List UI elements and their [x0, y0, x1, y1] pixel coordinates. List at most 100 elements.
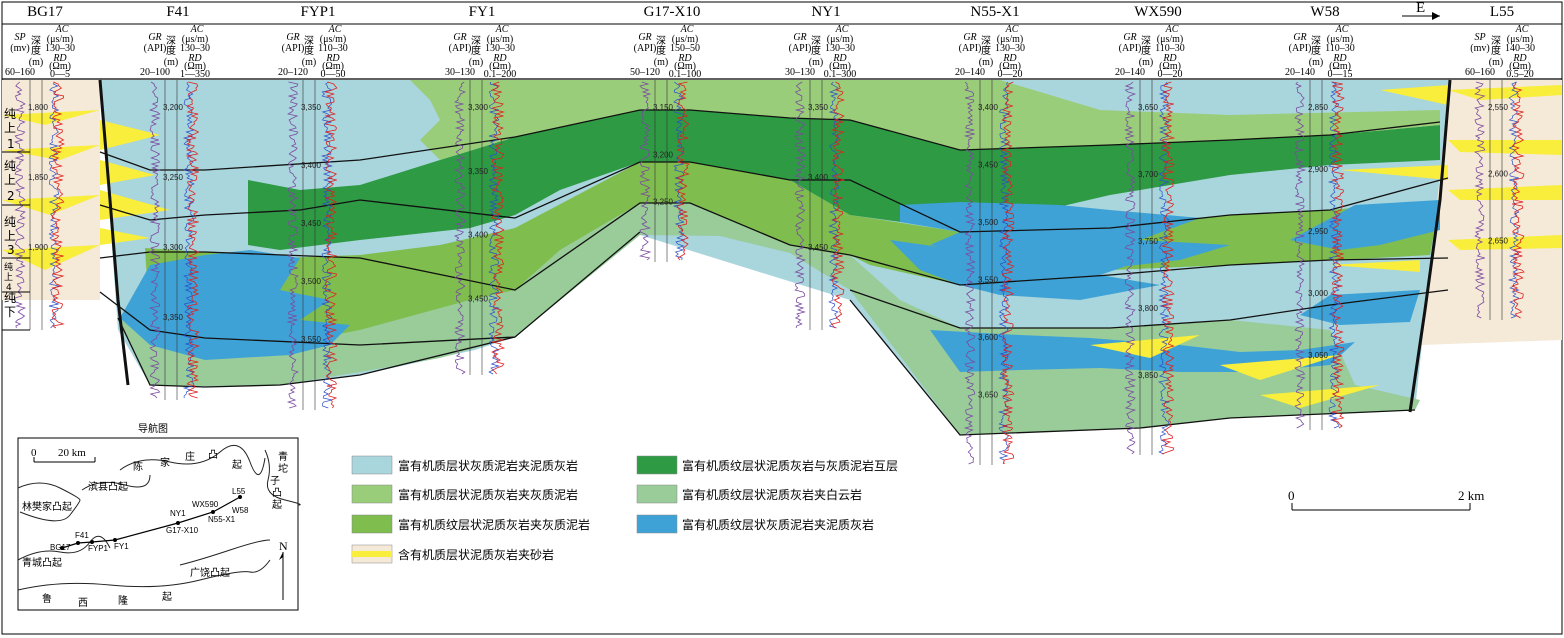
- depth-tick: 2,900: [1308, 165, 1329, 174]
- ac-unit: (μs/m): [320, 34, 346, 45]
- left-curve-range: 60–160: [1465, 67, 1495, 78]
- depth-tick: 3,750: [1138, 237, 1159, 246]
- depth-tick: 3,000: [1308, 289, 1329, 298]
- legend-swatch-3: [636, 484, 678, 504]
- nav-map-title: 导航图: [138, 422, 168, 435]
- rd-range: 0.5–20: [1506, 69, 1534, 80]
- legend-label-1: 富有机质纹层状泥质灰岩与灰质泥岩互层: [682, 458, 898, 473]
- rd-unit: (Ωm): [184, 61, 206, 72]
- nav-well-6: WX590: [192, 500, 219, 509]
- depth-label-1: 深: [471, 35, 481, 47]
- nav-uplift-16: 隆: [118, 594, 128, 607]
- depth-label-1: 深: [1141, 35, 1151, 47]
- nav-scale-start: 0: [31, 447, 37, 459]
- left-curve-label: GR: [793, 32, 806, 43]
- depth-tick: 3,500: [978, 218, 999, 227]
- well-w58: W58GR(API)20–140深度(m)AC(μs/m)110–30RD(Ωm…: [1285, 4, 1355, 80]
- direction-label: E: [1416, 0, 1425, 16]
- left-curve-range: 50–120: [630, 67, 660, 78]
- left-curve-range: 20–140: [955, 67, 985, 78]
- ac-range: 150–50: [670, 43, 700, 54]
- ac-unit: (μs/m): [672, 34, 698, 45]
- navigation-map: 导航图 0 20 km 陈 家 庄 凸 起 青 坨 子 凸 起: [17, 422, 301, 611]
- left-curve-unit: (API): [634, 43, 657, 54]
- nav-uplift-15: 西: [78, 598, 88, 609]
- depth-label-1: 深: [811, 35, 821, 47]
- depth-tick: 3,400: [301, 161, 322, 170]
- ac-unit: (μs/m): [1327, 34, 1353, 45]
- nav-well-5: NY1: [170, 509, 186, 518]
- rd-unit: (Ωm): [999, 61, 1021, 72]
- rd-unit: (Ωm): [1159, 61, 1181, 72]
- left-curve-label: SP: [14, 32, 25, 43]
- layer-label-2n: 2: [7, 189, 15, 203]
- layer-label-down-b: 下: [4, 305, 16, 319]
- legend-swatch-2: [351, 484, 393, 504]
- well-name: WX590: [1134, 4, 1182, 20]
- scale-end: 2 km: [1458, 488, 1484, 503]
- rd-label: RD: [1162, 53, 1177, 64]
- depth-label-3: (m): [979, 57, 993, 68]
- strata: [2, 79, 1562, 436]
- depth-tick: 3,650: [1138, 103, 1159, 112]
- legend-label-4: 富有机质纹层状泥质灰岩夹灰质泥岩: [398, 517, 590, 532]
- rd-label: RD: [677, 53, 692, 64]
- depth-tick: 1,800: [28, 103, 49, 112]
- layer-label-1n: 1: [7, 137, 15, 151]
- depth-tick: 3,450: [808, 243, 829, 252]
- depth-tick: 3,400: [978, 103, 999, 112]
- depth-label-1: 深: [166, 35, 176, 47]
- rd-range: 0—20: [998, 69, 1023, 80]
- depth-tick: 3,300: [163, 243, 184, 252]
- legend-label-5: 富有机质纹层状灰质泥岩夹泥质灰岩: [682, 517, 874, 532]
- depth-label-1: 深: [304, 35, 314, 47]
- left-curve-unit: (API): [789, 43, 812, 54]
- nav-well-9: N55-X1: [208, 515, 236, 524]
- rd-unit: (Ωm): [489, 61, 511, 72]
- layer-label-3b: 上: [4, 229, 16, 243]
- depth-label-3: (m): [1139, 57, 1153, 68]
- layer-label-down-a: 纯: [4, 291, 16, 305]
- left-curve-label: GR: [638, 32, 651, 43]
- rd-range: 0—20: [1158, 69, 1183, 80]
- depth-tick: 3,800: [1138, 304, 1159, 313]
- depth-label-2: 度: [981, 44, 991, 57]
- well-name: FY1: [469, 4, 496, 20]
- depth-tick: 3,400: [468, 231, 489, 240]
- legend-label-6: 含有机质层状泥质灰岩夹砂岩: [398, 547, 554, 562]
- legend-swatch-1: [636, 455, 678, 475]
- nav-uplift-9: 起: [272, 499, 282, 511]
- rd-label: RD: [832, 53, 847, 64]
- nav-uplift-6: 坨: [278, 462, 288, 475]
- legend-swatch-4: [351, 514, 393, 534]
- rd-range: 0.1–200: [484, 69, 517, 80]
- ac-unit: (μs/m): [827, 34, 853, 45]
- rd-label: RD: [1332, 53, 1347, 64]
- nav-uplift-17: 起: [162, 591, 172, 603]
- depth-tick: 3,300: [468, 103, 489, 112]
- ac-label: AC: [55, 24, 69, 35]
- ac-unit: (μs/m): [182, 34, 208, 45]
- rd-label: RD: [1512, 53, 1527, 64]
- depth-tick: 3,450: [978, 161, 999, 170]
- ac-label: AC: [190, 24, 204, 35]
- nav-uplift-5: 青: [278, 450, 288, 463]
- legend-label-0: 富有机质层状灰质泥岩夹泥质灰岩: [398, 458, 578, 473]
- depth-label-3: (m): [654, 57, 668, 68]
- ac-range: 130–30: [825, 43, 855, 54]
- ac-unit: (μs/m): [487, 34, 513, 45]
- ac-range: 110–30: [318, 43, 348, 54]
- depth-tick: 2,950: [1308, 227, 1329, 236]
- left-curve-unit: (API): [1289, 43, 1312, 54]
- depth-tick: 3,450: [301, 219, 322, 228]
- scale-start: 0: [1288, 488, 1295, 503]
- depth-label-2: 度: [166, 44, 176, 57]
- left-fault: [98, 79, 130, 386]
- ac-label: AC: [680, 24, 694, 35]
- layer-label-4b: 上: [4, 272, 13, 283]
- depth-label-2: 度: [1141, 44, 1151, 57]
- left-curve-label: SP: [1474, 32, 1485, 43]
